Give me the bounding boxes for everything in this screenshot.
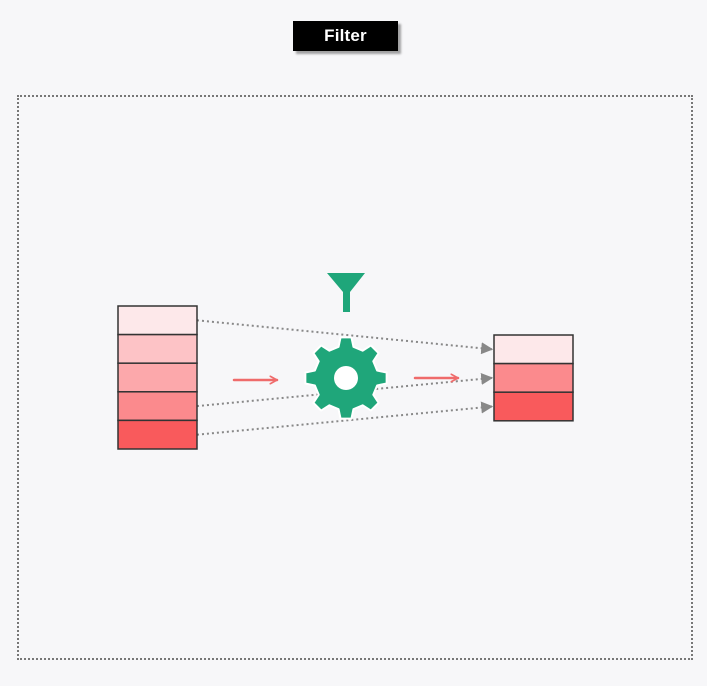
filter-icon (327, 273, 365, 312)
output-stack-cell-2 (493, 362, 574, 393)
input-stack-cell-3 (117, 362, 198, 393)
filter-title-label: Filter (293, 21, 398, 51)
diagram-frame (17, 95, 693, 660)
input-stack-cell-2 (117, 333, 198, 364)
gear-icon (304, 336, 388, 420)
connector-line-2 (196, 372, 494, 408)
connector-lines (196, 319, 494, 436)
output-stack-cell-3 (493, 391, 574, 422)
input-stack-cell-4 (117, 391, 198, 422)
input-stack-cell-1 (117, 305, 198, 336)
input-stack (117, 305, 198, 450)
output-stack (493, 334, 574, 422)
output-stack-cell-1 (493, 334, 574, 365)
connector-line-3 (196, 401, 494, 436)
input-stack-cell-5 (117, 419, 198, 450)
